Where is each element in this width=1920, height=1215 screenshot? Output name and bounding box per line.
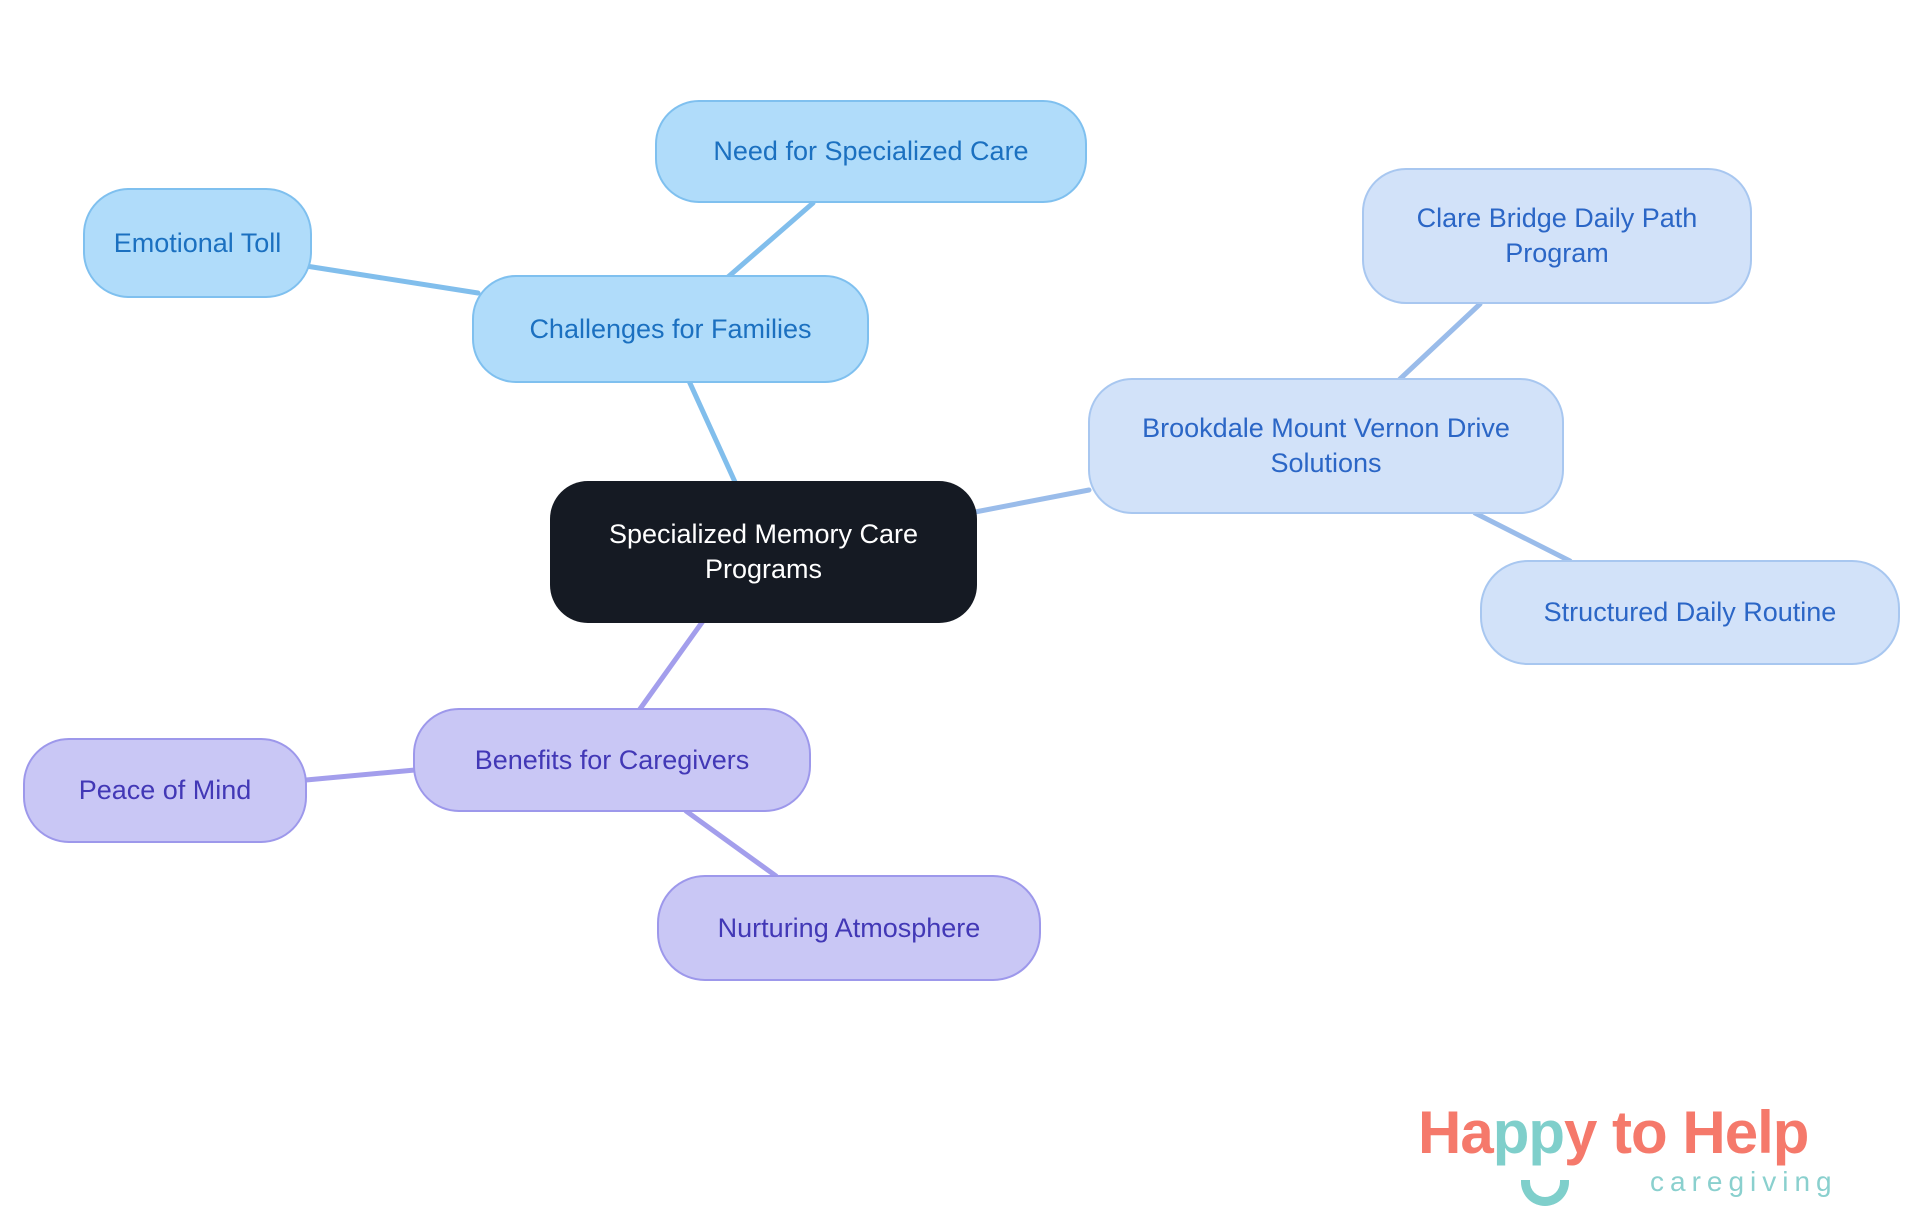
edge-clare-brookdale xyxy=(1397,301,1483,382)
logo-text-ha: Ha xyxy=(1418,1099,1494,1166)
edge-need-challenges xyxy=(725,200,816,280)
node-structured-daily-routine: Structured Daily Routine xyxy=(1480,560,1900,665)
smile-icon xyxy=(1521,1180,1569,1206)
logo-text-help: Help xyxy=(1682,1099,1809,1166)
logo-text-pp: pp xyxy=(1492,1099,1565,1166)
node-nurturing-atmosphere: Nurturing Atmosphere xyxy=(657,875,1041,981)
edge-emotional-challenges xyxy=(303,263,481,296)
happy-to-help-logo: Happy to Help caregiving xyxy=(1418,1098,1888,1208)
node-challenges-for-families: Challenges for Families xyxy=(472,275,869,383)
logo-tagline: caregiving xyxy=(1650,1166,1838,1197)
node-clare-bridge-daily-path-program: Clare Bridge Daily Path Program xyxy=(1362,168,1752,304)
logo-wordmark: Happy to Help xyxy=(1418,1098,1888,1167)
edge-challenges-central xyxy=(686,378,738,485)
node-brookdale-mount-vernon-drive-solutions: Brookdale Mount Vernon Drive Solutions xyxy=(1088,378,1564,514)
node-specialized-memory-care-programs: Specialized Memory Care Programs xyxy=(550,481,977,623)
edge-central-brookdale xyxy=(972,487,1092,515)
node-need-for-specialized-care: Need for Specialized Care xyxy=(655,100,1087,203)
node-emotional-toll: Emotional Toll xyxy=(83,188,312,298)
edge-central-benefits xyxy=(637,618,706,712)
node-peace-of-mind: Peace of Mind xyxy=(23,738,307,843)
logo-text-y: y xyxy=(1564,1099,1597,1166)
edge-peace-benefits xyxy=(303,767,418,783)
edge-brookdale-structured xyxy=(1472,510,1573,564)
edge-benefits-nurturing xyxy=(683,808,779,879)
node-benefits-for-caregivers: Benefits for Caregivers xyxy=(413,708,811,812)
logo-text-to: to xyxy=(1596,1099,1683,1166)
